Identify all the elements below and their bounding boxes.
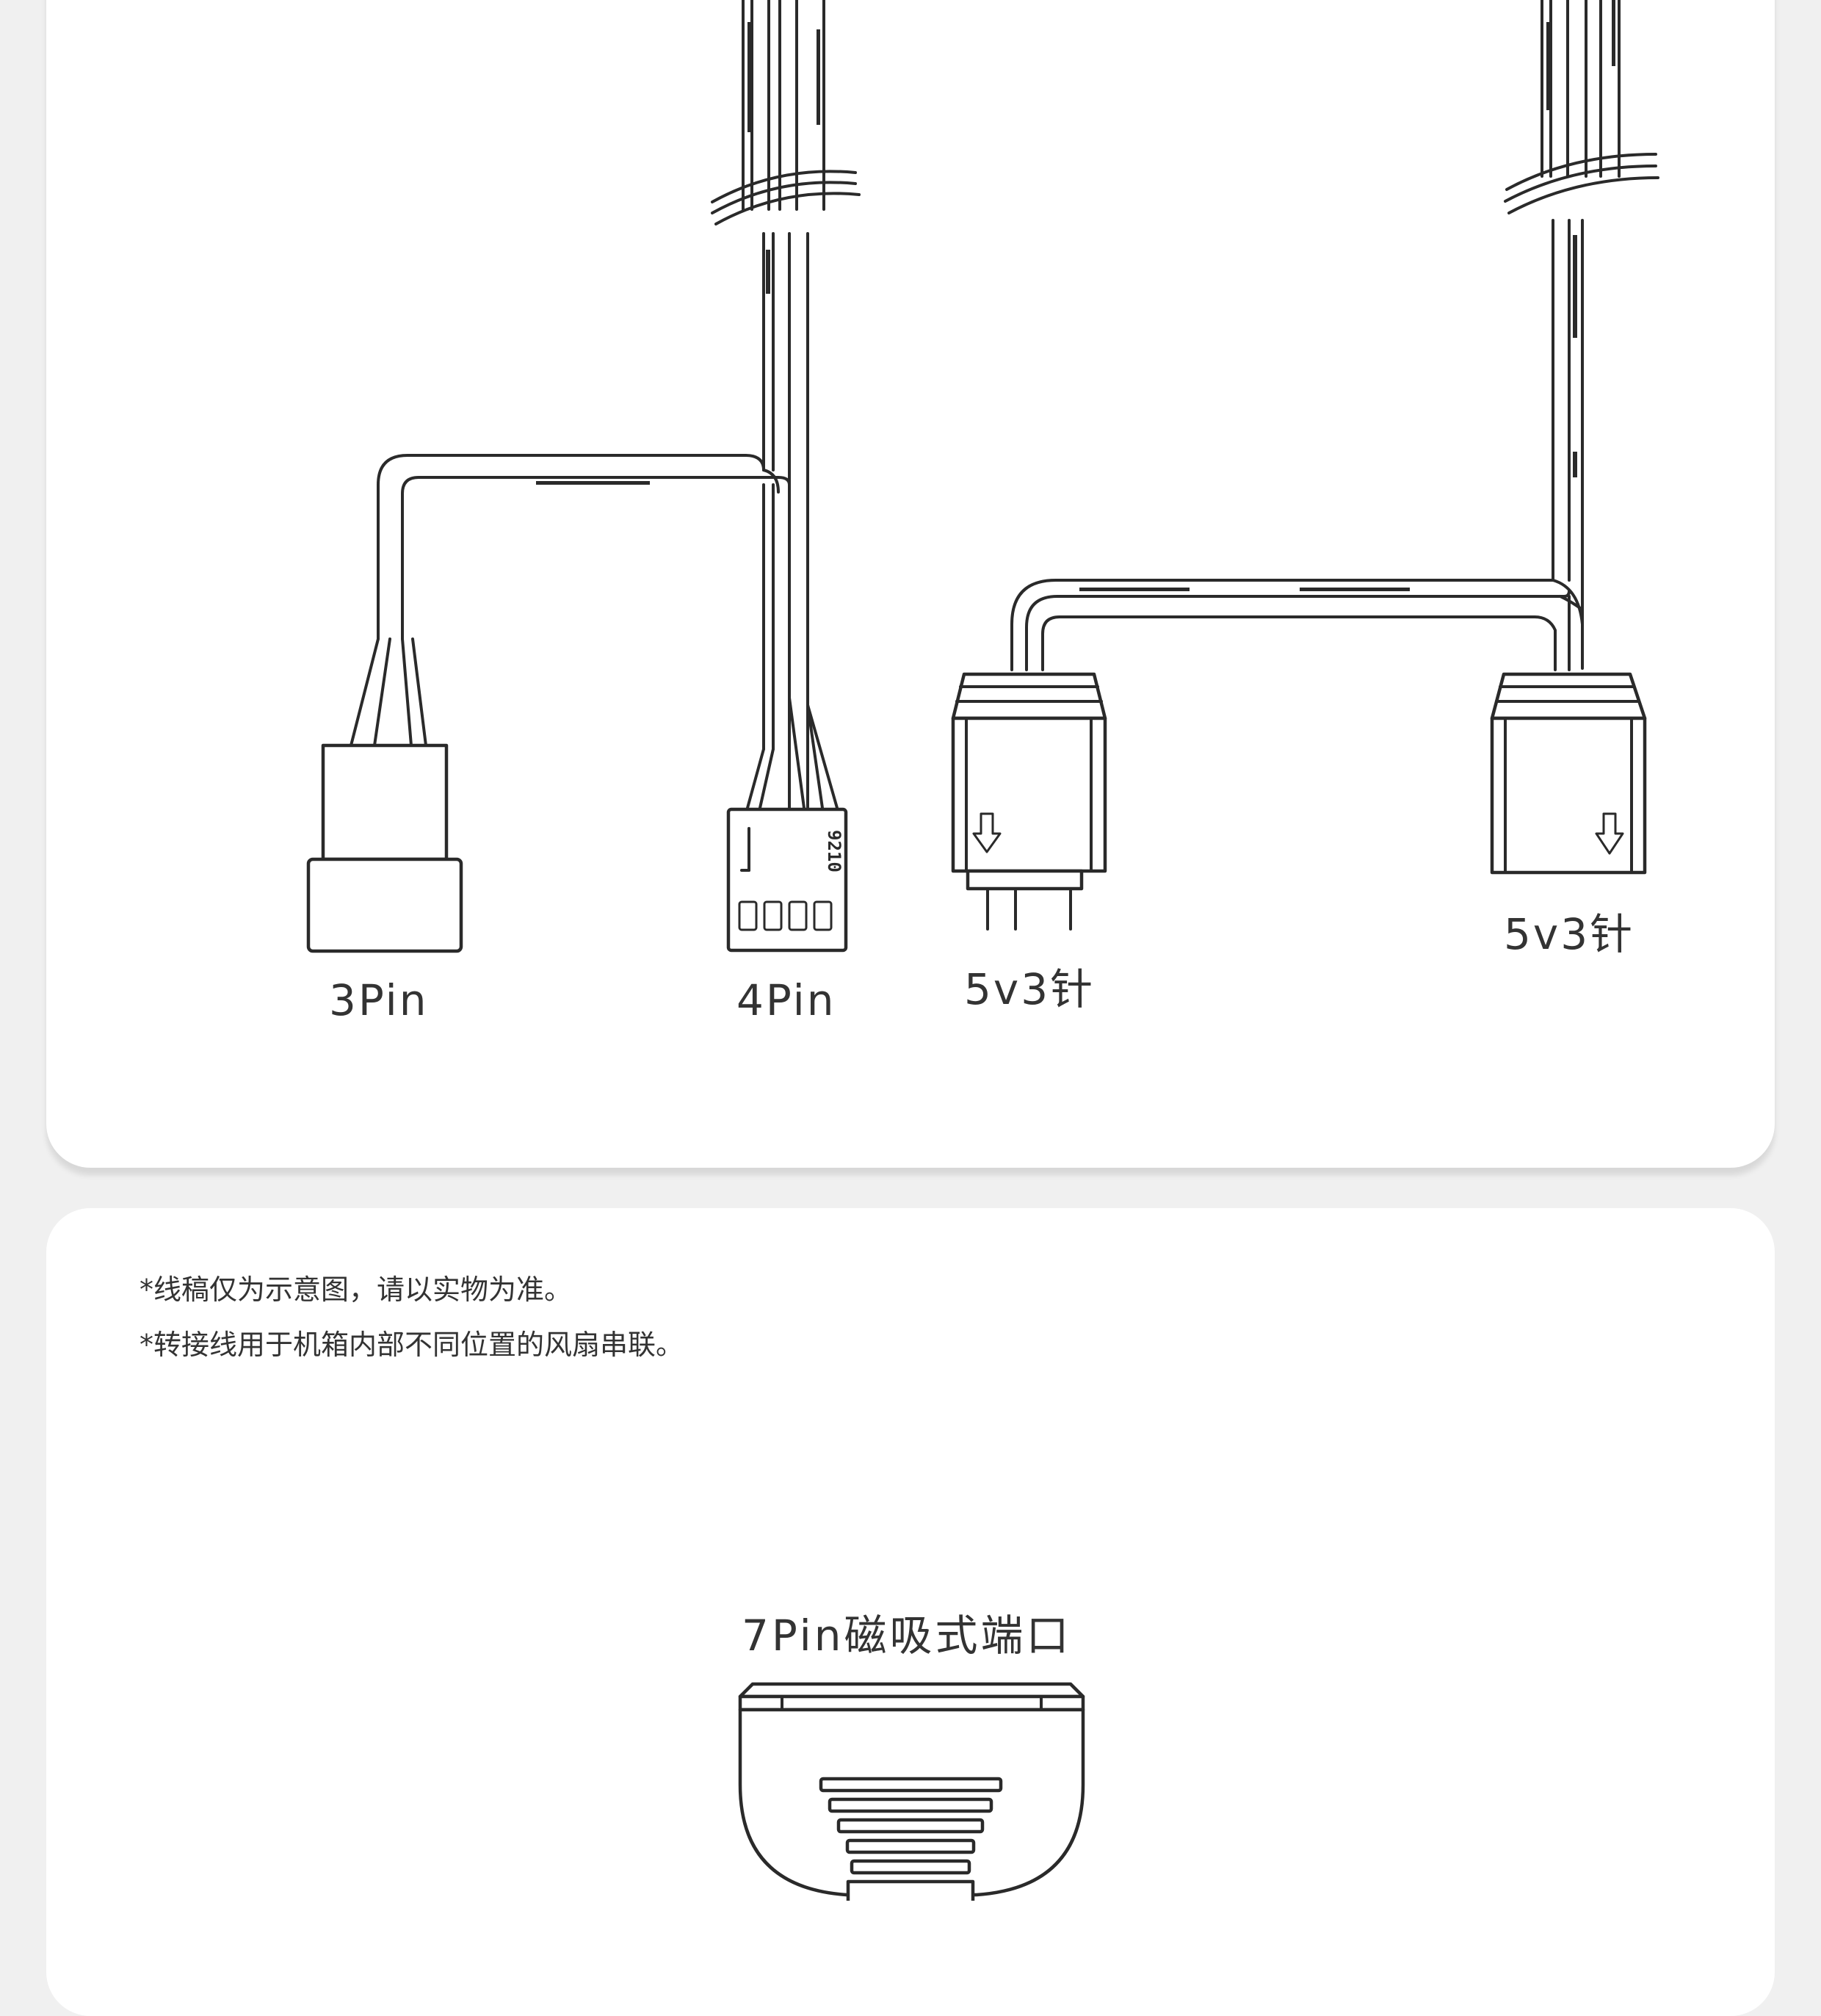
diagram-card-top	[46, 0, 1775, 1168]
connector-4pin-body	[726, 807, 848, 953]
right-cable	[951, 0, 1659, 931]
connector-3pin-top	[321, 743, 449, 861]
label-5v3-right: 5v3针	[1504, 909, 1635, 959]
note-line-drawing: *线稿仅为示意图，请以实物为准。	[140, 1273, 573, 1306]
pin4-marking: 9210	[824, 830, 844, 872]
connector-3pin-body	[306, 857, 463, 953]
label-3pin: 3Pin	[329, 975, 429, 1025]
left-bundle-top	[742, 0, 825, 211]
label-4pin: 4Pin	[736, 975, 836, 1025]
connector-5v3-left	[951, 672, 1107, 931]
left-cable: 9210	[306, 0, 861, 953]
connector-5v3-right	[1490, 672, 1647, 875]
label-5v3-left: 5v3针	[964, 964, 1096, 1014]
magnetic-port-7pin-drawing	[738, 1682, 1085, 1901]
port-title: 7Pin磁吸式端口	[742, 1611, 1072, 1661]
cable-line-drawing: 9210	[306, 0, 1659, 1901]
note-adapter-usage: *转接线用于机箱内部不同位置的风扇串联。	[140, 1329, 684, 1361]
